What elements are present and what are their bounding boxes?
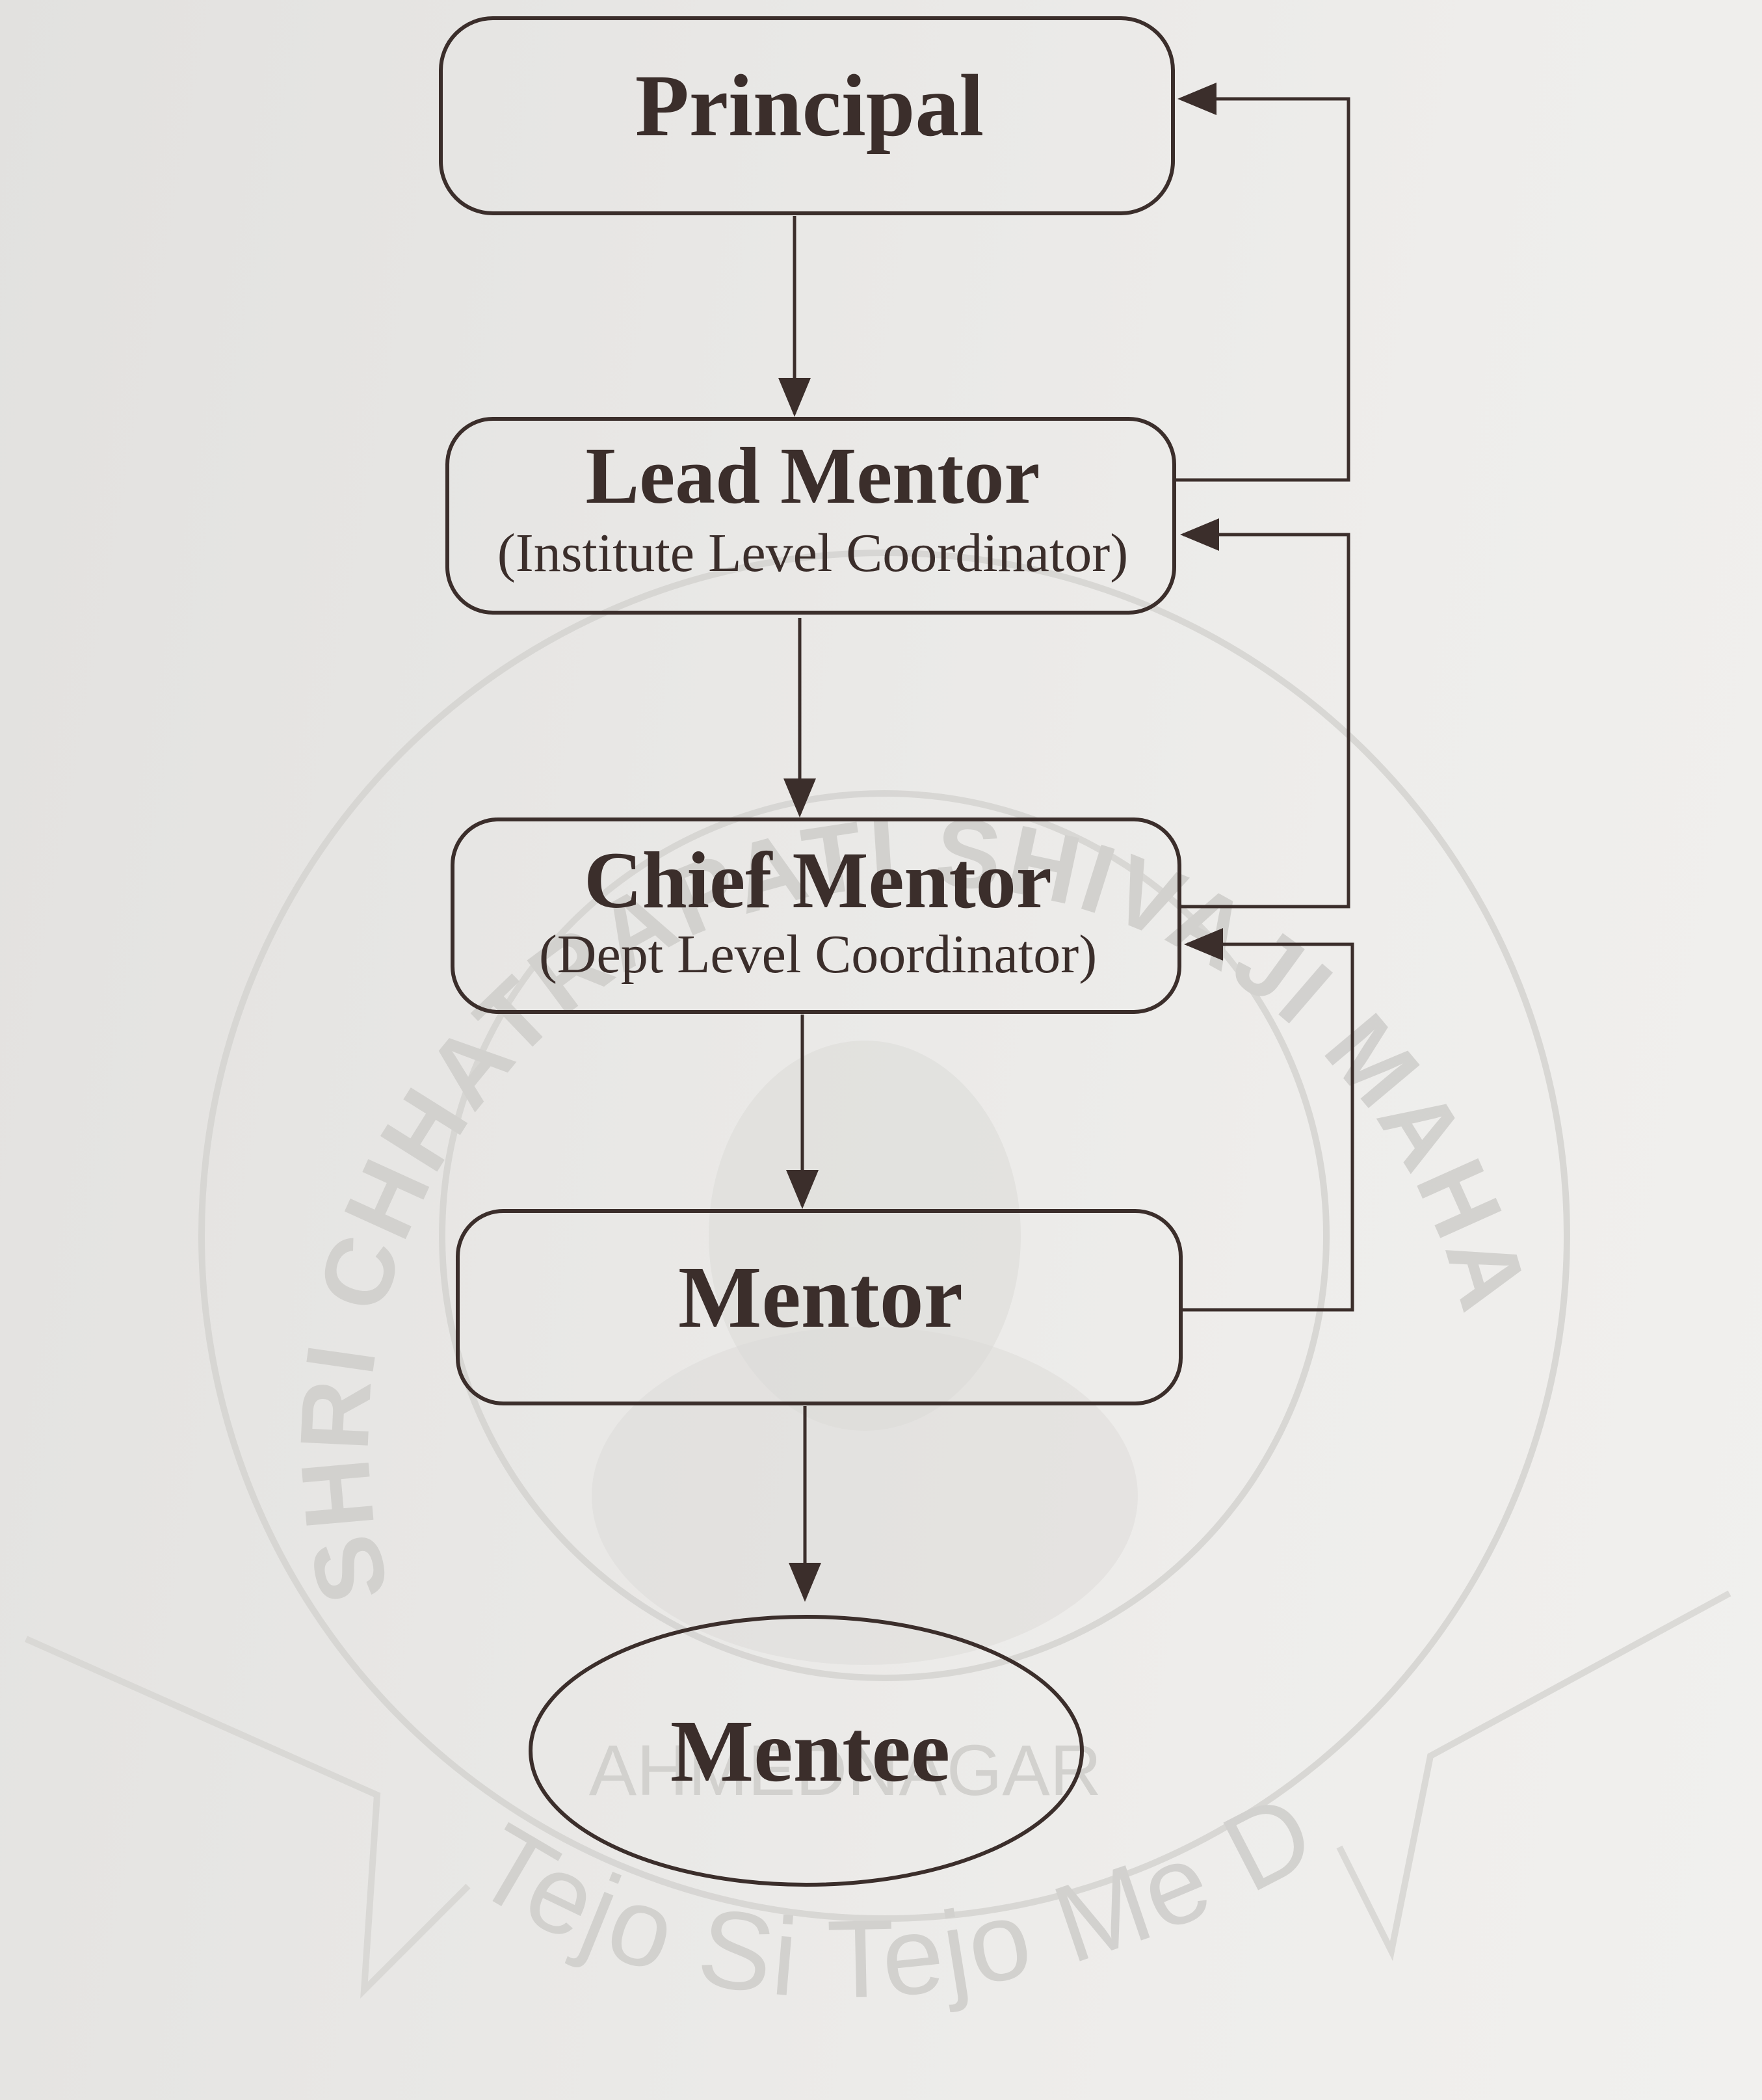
node-principal: Principal [439,16,1175,215]
mentor-title: Mentor [678,1249,963,1346]
chief-mentor-subtitle: (Dept Level Coordinator) [539,924,1097,985]
node-chief-mentor: Chief Mentor (Dept Level Coordinator) [451,817,1181,1014]
feedback-chief-mentor-to-lead-mentor [1180,518,1350,909]
feedback-mentor-to-chief-mentor [1182,928,1354,1312]
downward-connectors [778,216,821,1602]
feedback-connectors [1176,83,1354,1312]
chief-mentor-title: Chief Mentor [584,836,1052,925]
feedback-lead-mentor-to-principal [1176,83,1350,482]
node-mentee: Mentee [529,1615,1084,1887]
seal-city-text: AHMEDNAGAR [589,1731,1101,1811]
lead-mentor-subtitle: (Institute Level Coordinator) [497,523,1128,583]
mentee-title: Mentee [670,1703,950,1800]
lead-mentor-title: Lead Mentor [585,431,1040,520]
node-mentor: Mentor [456,1209,1183,1405]
node-lead-mentor: Lead Mentor (Institute Level Coordinator… [445,417,1176,615]
principal-title: Principal [635,57,984,155]
